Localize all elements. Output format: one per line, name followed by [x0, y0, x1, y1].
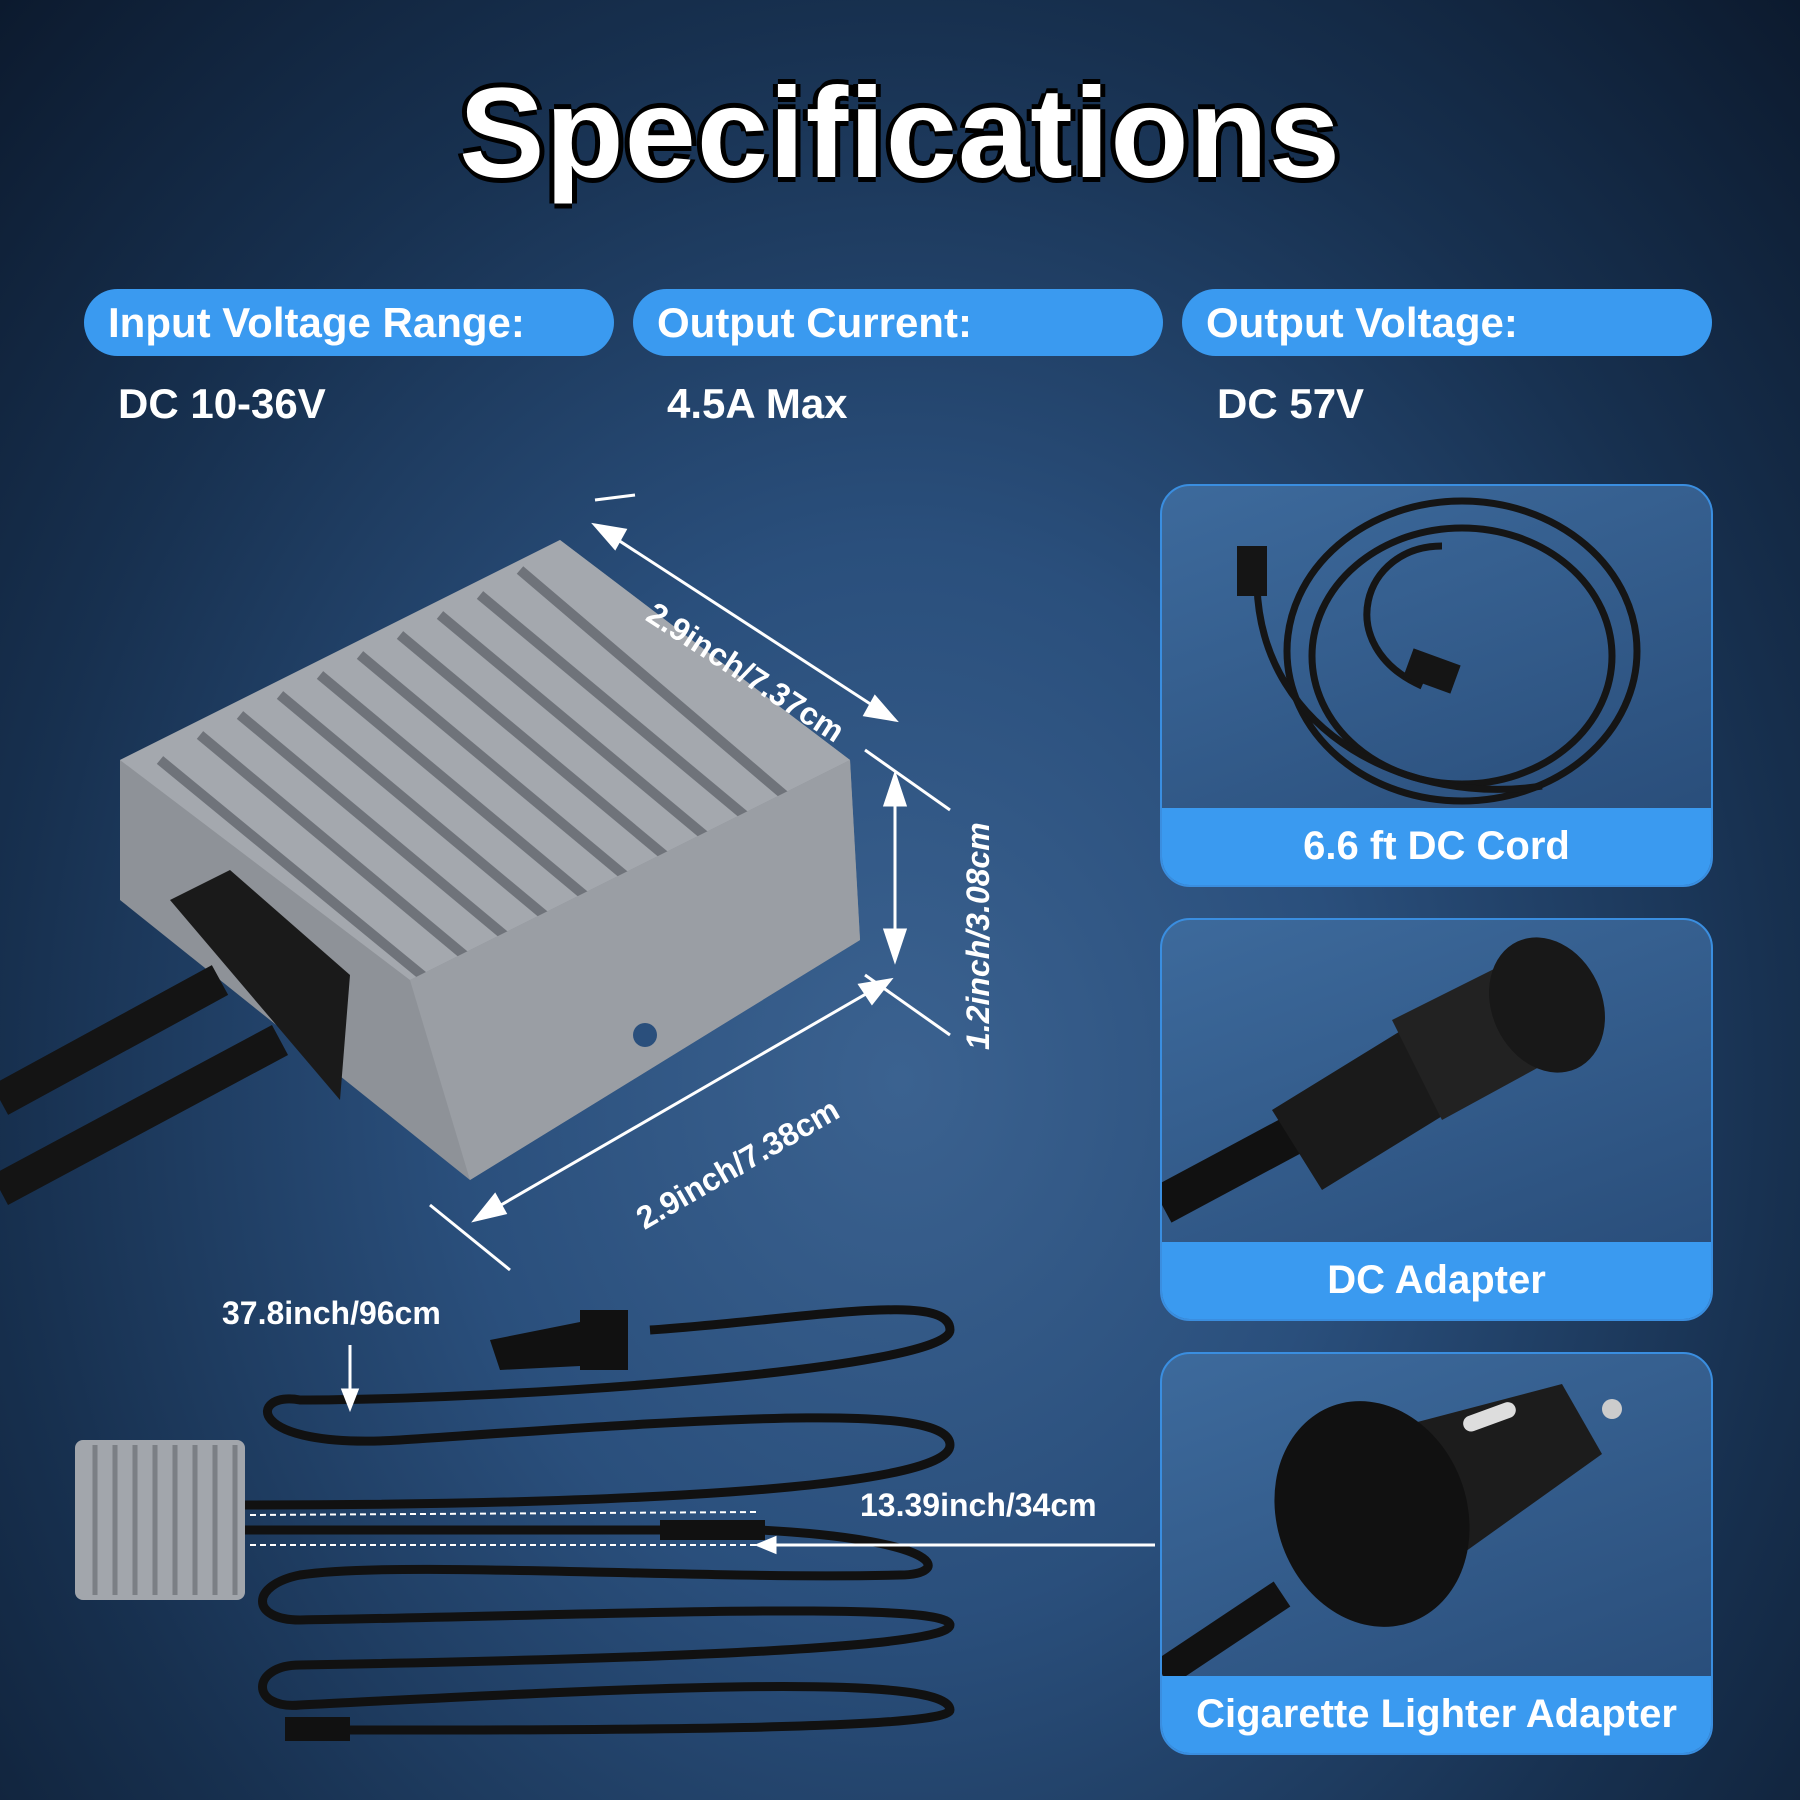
- accessory-card-cigarette-lighter-adapter: Cigarette Lighter Adapter: [1160, 1352, 1713, 1755]
- cable-layout-image: [75, 1305, 1155, 1741]
- dimension-cable-length: 37.8inch/96cm: [222, 1295, 441, 1331]
- page-title: Specifications: [459, 62, 1341, 205]
- spec-label-output-voltage: Output Voltage:: [1182, 289, 1712, 356]
- dimension-height: 1.2inch/3.08cm: [960, 822, 996, 1050]
- dimension-lines: [429, 493, 951, 1272]
- dimension-pigtail-length: 13.39inch/34cm: [860, 1487, 1097, 1523]
- accessory-card-dc-adapter: DC Adapter: [1160, 918, 1713, 1321]
- dc-cord-image: [1237, 497, 1641, 805]
- dc-adapter-image: [1162, 937, 1605, 1223]
- accessory-label-dc-cord: 6.6 ft DC Cord: [1162, 808, 1711, 885]
- converter-image: [0, 540, 860, 1205]
- accessory-label-cigarette-lighter-adapter: Cigarette Lighter Adapter: [1162, 1676, 1711, 1753]
- cigarette-lighter-adapter-image: [1162, 1384, 1622, 1684]
- spec-label-input-voltage: Input Voltage Range:: [84, 289, 614, 356]
- accessory-card-dc-cord: 6.6 ft DC Cord: [1160, 484, 1713, 887]
- spec-value-output-current: 4.5A Max: [667, 380, 848, 427]
- spec-value-output-voltage: DC 57V: [1217, 380, 1365, 427]
- spec-value-input-voltage: DC 10-36V: [118, 380, 326, 427]
- accessory-label-dc-adapter: DC Adapter: [1162, 1242, 1711, 1319]
- spec-label-output-current: Output Current:: [633, 289, 1163, 356]
